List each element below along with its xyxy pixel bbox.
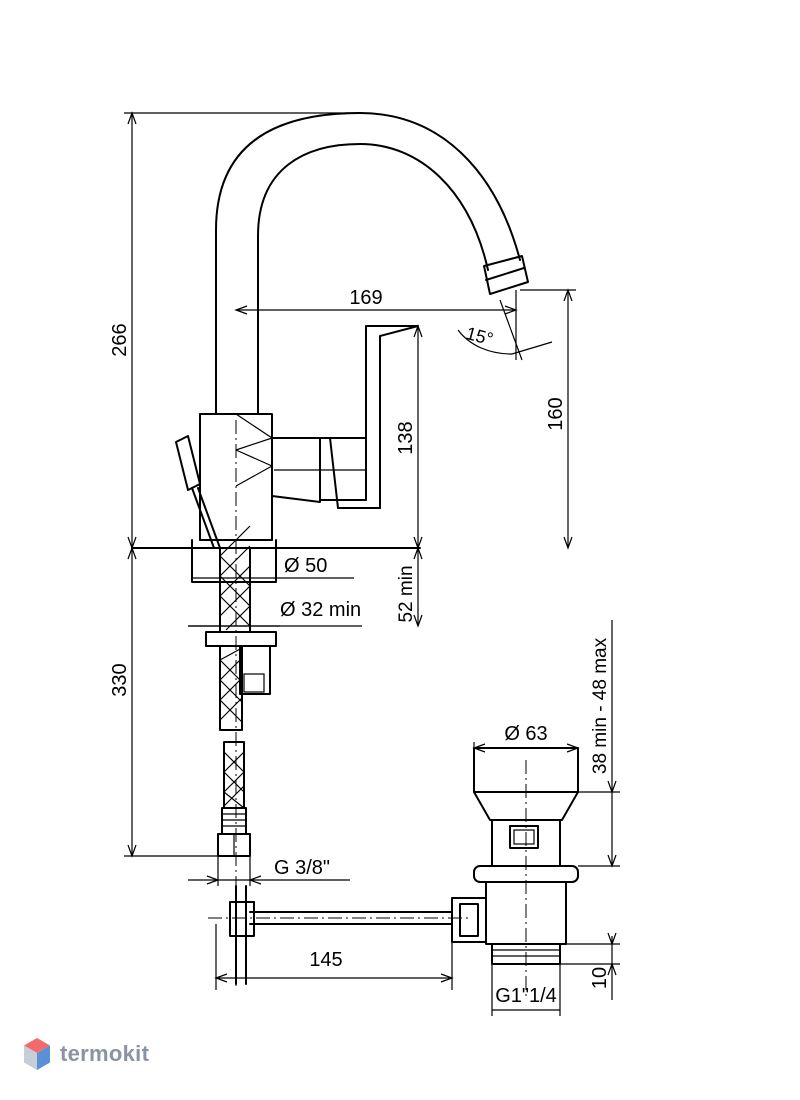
dim-thread-length: 10: [589, 967, 611, 989]
faucet-base: [131, 539, 421, 695]
termokit-watermark: termokit: [22, 1034, 149, 1074]
hex-right: [37, 1045, 50, 1070]
dim-lever-height: 138: [395, 421, 417, 454]
dim-base-diameter: Ø 50: [284, 555, 327, 577]
dim-overall-height: 266: [109, 323, 131, 356]
dim-spout-height: 160: [545, 397, 567, 430]
center-lines: [208, 420, 527, 1000]
dim-hose-length: 330: [109, 663, 131, 696]
dim-waste-thread: G1"1/4: [495, 985, 557, 1007]
dim-rod-length: 145: [309, 949, 342, 971]
dim-deck-thickness-min: 52 min: [396, 565, 417, 622]
dim-hose-connection: G 3/8": [274, 857, 330, 879]
pop-up-drain: [451, 747, 579, 965]
hex-left: [24, 1045, 37, 1070]
dim-hole-min-diameter: Ø 32 min: [280, 599, 361, 621]
dim-drain-body-range: 38 min - 48 max: [590, 637, 611, 774]
flexible-hose: [217, 525, 251, 857]
watermark-text: termokit: [60, 1041, 150, 1066]
dim-spout-reach: 169: [349, 287, 382, 309]
dim-spout-angle: 15°: [464, 323, 495, 349]
hexagon-logo-icon: [24, 1038, 50, 1070]
dimension-labels: 266 169 15° 160 138 Ø 50 Ø 32 min 52 min…: [109, 287, 611, 1007]
dim-drain-cap-diameter: Ø 63: [504, 723, 547, 745]
dimension-lines: [124, 111, 620, 1016]
